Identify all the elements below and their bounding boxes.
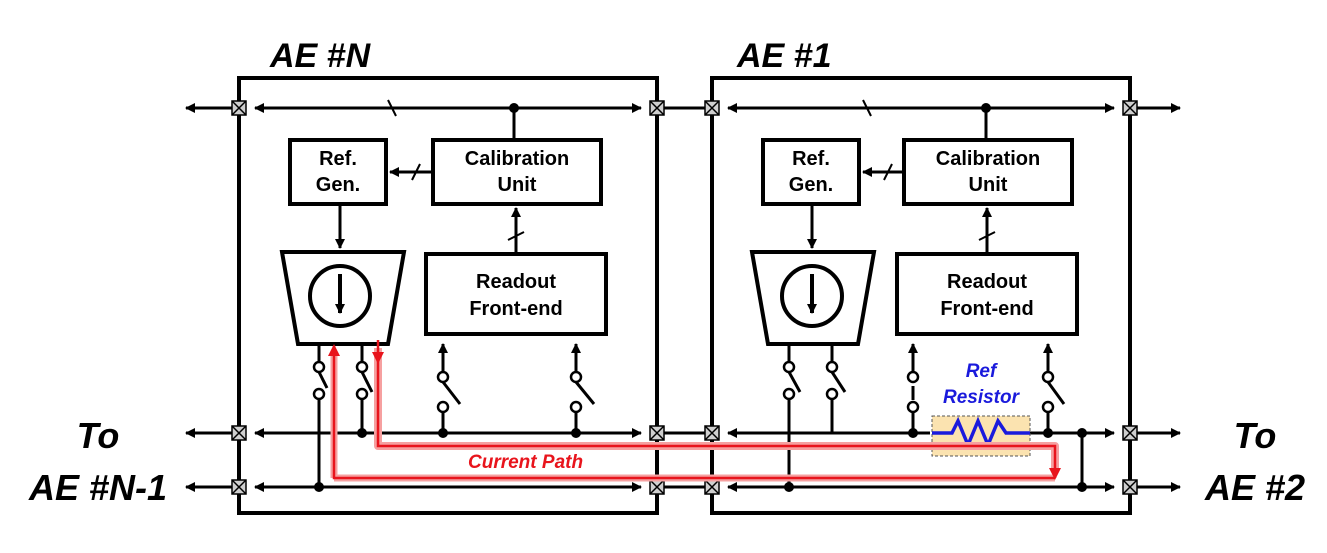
ae-1-ref-gen-line1: Ref. bbox=[792, 148, 830, 170]
ae-n-ref-gen-line2: Gen. bbox=[316, 174, 360, 196]
ae-1-title: AE #1 bbox=[736, 37, 832, 75]
ae-n-calibration-line1: Calibration bbox=[465, 148, 569, 170]
ae-n-title: AE #N bbox=[269, 37, 372, 75]
ae-n-calibration-line2: Unit bbox=[498, 174, 537, 196]
ae-1-calibration-line2: Unit bbox=[969, 174, 1008, 196]
left-label-line1: To bbox=[77, 415, 120, 456]
ae-n-ref-gen-line1: Ref. bbox=[319, 148, 357, 170]
right-label-line1: To bbox=[1234, 415, 1277, 456]
ae-n-internals: Ref. Gen. Calibration Unit Readout Front… bbox=[279, 103, 608, 492]
pads bbox=[231, 100, 1138, 495]
ae-1-frame bbox=[710, 76, 1132, 515]
ref-resistor-label-line2: Resistor bbox=[943, 387, 1021, 408]
ae-1-readout-box bbox=[895, 252, 1079, 336]
ref-resistor-label-line1: Ref bbox=[966, 361, 998, 382]
ae-n-calibration-box bbox=[431, 138, 603, 206]
ae-1-calibration-line1: Calibration bbox=[936, 148, 1040, 170]
current-path bbox=[328, 340, 1061, 482]
ae-n-readout-line1: Readout bbox=[476, 271, 556, 293]
current-path-label: Current Path bbox=[468, 452, 583, 473]
ae-n-readout-line2: Front-end bbox=[469, 298, 562, 320]
ae-1-readout-line1: Readout bbox=[947, 271, 1027, 293]
ae-n-frame bbox=[237, 76, 659, 515]
ae-n-readout-box bbox=[424, 252, 608, 336]
right-label-line2: AE #2 bbox=[1204, 467, 1305, 508]
ae-n-ref-gen-box bbox=[288, 138, 388, 206]
ae-1-readout-line2: Front-end bbox=[940, 298, 1033, 320]
left-label-line2: AE #N-1 bbox=[28, 467, 167, 508]
top-bus bbox=[185, 99, 1181, 117]
ae-1-ref-gen-line2: Gen. bbox=[789, 174, 833, 196]
ref-resistor-icon bbox=[932, 416, 1030, 450]
